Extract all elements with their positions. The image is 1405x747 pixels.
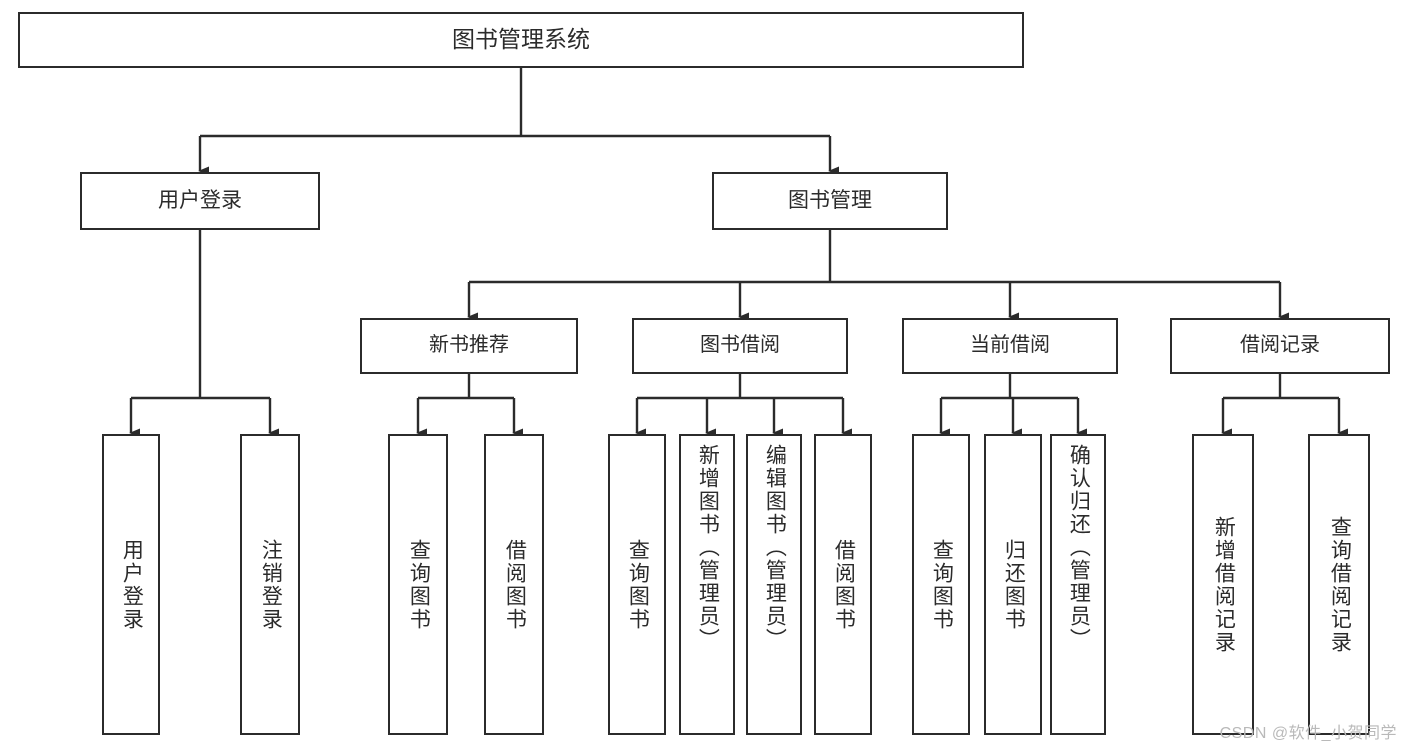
node-leaf-confirm-return[interactable]: 确认归还（管理员） xyxy=(1050,434,1106,735)
node-leaf-borrow-book-1-label: 借阅图书 xyxy=(503,538,527,631)
node-borrow-record-label: 借阅记录 xyxy=(1240,334,1320,357)
node-leaf-add-book-label: 新增图书（管理员） xyxy=(696,444,720,651)
node-leaf-user-login-label: 用户登录 xyxy=(120,538,144,631)
csdn-watermark: CSDN @软件_小贺同学 xyxy=(1219,725,1397,742)
node-book-borrow[interactable]: 图书借阅 xyxy=(632,318,848,374)
node-new-book-rec[interactable]: 新书推荐 xyxy=(360,318,578,374)
node-user-login[interactable]: 用户登录 xyxy=(80,172,320,230)
node-leaf-edit-book[interactable]: 编辑图书（管理员） xyxy=(746,434,802,735)
node-leaf-query-record[interactable]: 查询借阅记录 xyxy=(1308,434,1370,735)
node-leaf-user-login[interactable]: 用户登录 xyxy=(102,434,160,735)
node-leaf-add-book[interactable]: 新增图书（管理员） xyxy=(679,434,735,735)
node-leaf-edit-book-label: 编辑图书（管理员） xyxy=(763,444,787,651)
node-borrow-record[interactable]: 借阅记录 xyxy=(1170,318,1390,374)
node-leaf-add-record-label: 新增借阅记录 xyxy=(1212,515,1236,654)
node-leaf-user-logout[interactable]: 注销登录 xyxy=(240,434,300,735)
node-leaf-user-logout-label: 注销登录 xyxy=(259,538,283,631)
node-leaf-query-book-3-label: 查询图书 xyxy=(930,538,954,631)
node-root-label: 图书管理系统 xyxy=(452,26,590,53)
node-book-manage[interactable]: 图书管理 xyxy=(712,172,948,230)
node-leaf-return-book-label: 归还图书 xyxy=(1002,538,1026,631)
node-leaf-query-book-1-label: 查询图书 xyxy=(407,538,431,631)
node-leaf-query-book-3[interactable]: 查询图书 xyxy=(912,434,970,735)
node-leaf-borrow-book-1[interactable]: 借阅图书 xyxy=(484,434,544,735)
node-leaf-confirm-return-label: 确认归还（管理员） xyxy=(1067,444,1091,651)
node-new-book-rec-label: 新书推荐 xyxy=(429,334,509,357)
node-user-login-label: 用户登录 xyxy=(158,188,242,212)
node-root[interactable]: 图书管理系统 xyxy=(18,12,1024,68)
node-current-borrow-label: 当前借阅 xyxy=(970,334,1050,357)
node-leaf-query-book-2[interactable]: 查询图书 xyxy=(608,434,666,735)
node-leaf-borrow-book-2[interactable]: 借阅图书 xyxy=(814,434,872,735)
node-leaf-return-book[interactable]: 归还图书 xyxy=(984,434,1042,735)
node-book-manage-label: 图书管理 xyxy=(788,188,872,212)
node-book-borrow-label: 图书借阅 xyxy=(700,334,780,357)
node-leaf-query-book-2-label: 查询图书 xyxy=(626,538,650,631)
node-leaf-add-record[interactable]: 新增借阅记录 xyxy=(1192,434,1254,735)
node-leaf-query-book-1[interactable]: 查询图书 xyxy=(388,434,448,735)
node-leaf-borrow-book-2-label: 借阅图书 xyxy=(832,538,856,631)
node-leaf-query-record-label: 查询借阅记录 xyxy=(1328,515,1352,654)
node-current-borrow[interactable]: 当前借阅 xyxy=(902,318,1118,374)
